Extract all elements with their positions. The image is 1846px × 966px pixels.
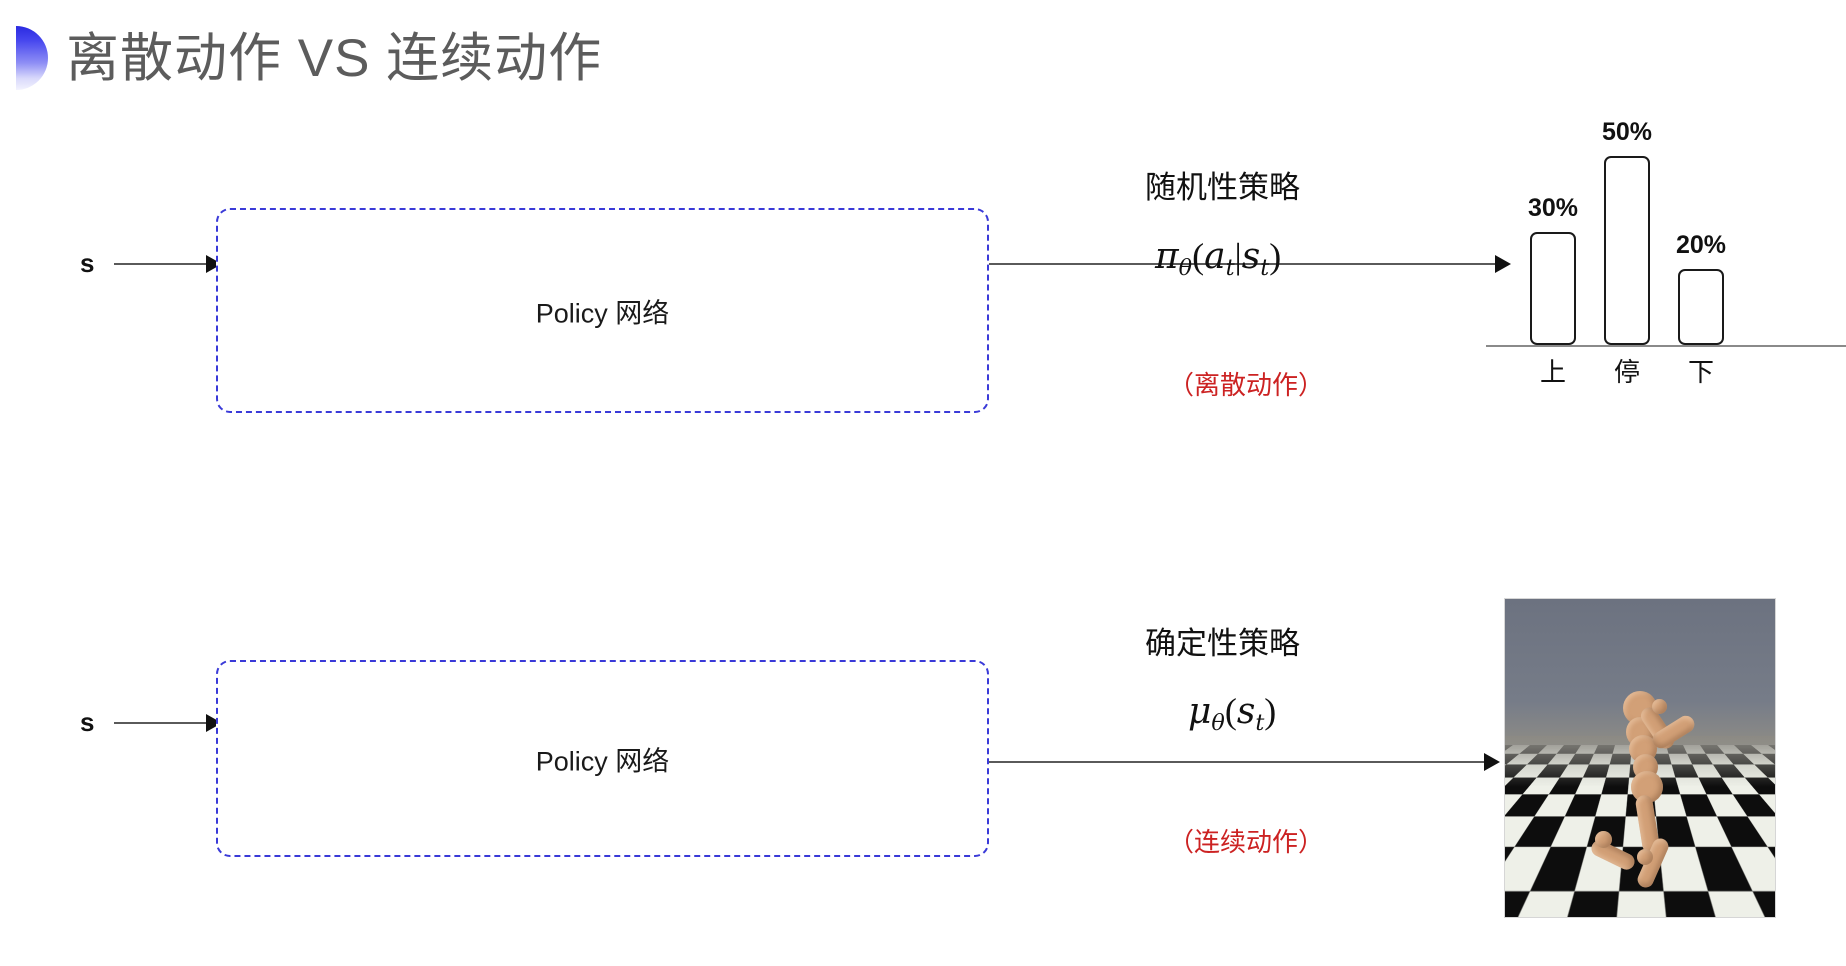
bar-category-2: 下	[1687, 357, 1714, 387]
policy-network-label-continuous: Policy 网络	[535, 746, 670, 776]
formula-arg-s-sub: t	[1260, 255, 1270, 282]
deterministic-policy-formula: μθ(st)	[1188, 690, 1277, 736]
bar-value-1: 50%	[1601, 118, 1653, 146]
bar-category-0: 上	[1539, 357, 1566, 387]
formula-close-paren: )	[1269, 236, 1282, 276]
policy-network-box-discrete[interactable]: Policy 网络	[216, 208, 989, 413]
bar-category-1: 停	[1613, 357, 1640, 387]
continuous-action-note: （连续动作）	[1168, 827, 1325, 857]
page-title: 离散动作 VS 连续动作	[66, 29, 603, 88]
input-arrow-line-discrete	[114, 263, 210, 265]
formula-arg-a-sub: t	[1225, 255, 1235, 282]
output-arrow-head-continuous	[1484, 753, 1500, 771]
formula-mu-arg-s-sub: t	[1255, 710, 1265, 737]
formula-mu-arg-s: s	[1236, 691, 1256, 732]
deterministic-policy-label: 确定性策略	[1145, 626, 1300, 661]
formula-mu-close-paren: )	[1264, 691, 1277, 731]
bar-rect-2	[1678, 269, 1724, 345]
bar-value-0: 30%	[1527, 194, 1579, 222]
output-arrow-line-continuous	[989, 761, 1487, 763]
action-probability-bar-chart: 30% 50% 20% 上 停 下	[1466, 95, 1846, 405]
formula-arg-a: a	[1204, 236, 1226, 277]
slide-bottom-edge	[0, 958, 1846, 966]
formula-mu-sub-theta: θ	[1211, 710, 1225, 737]
humanoid-foot-rear	[1637, 849, 1653, 865]
stochastic-policy-label: 随机性策略	[1145, 170, 1300, 205]
chart-x-axis	[1486, 345, 1846, 347]
formula-mu-open-paren: (	[1224, 691, 1237, 731]
formula-open-paren: (	[1192, 236, 1205, 276]
input-arrow-line-continuous	[114, 722, 210, 724]
formula-bar: |	[1234, 236, 1242, 276]
formula-sub-theta: θ	[1178, 255, 1193, 282]
humanoid-hand	[1652, 699, 1667, 714]
formula-arg-s: s	[1241, 236, 1261, 277]
bar-rect-0	[1530, 232, 1576, 345]
output-arrow-line-discrete	[989, 263, 1499, 265]
policy-network-label-discrete: Policy 网络	[535, 298, 670, 328]
policy-network-box-continuous[interactable]: Policy 网络	[216, 660, 989, 857]
humanoid-simulation-image	[1504, 598, 1776, 918]
formula-fn-mu: μ	[1188, 691, 1212, 732]
stochastic-policy-formula: πθ(at|st)	[1155, 235, 1282, 281]
state-input-label-discrete: s	[80, 248, 95, 278]
title-bullet-icon	[16, 26, 48, 90]
state-input-label-continuous: s	[80, 707, 95, 737]
discrete-action-note: （离散动作）	[1168, 370, 1325, 400]
bar-value-2: 20%	[1675, 231, 1727, 259]
bar-rect-1	[1604, 156, 1650, 345]
formula-fn-pi: π	[1155, 236, 1179, 277]
output-arrow-head-discrete	[1495, 255, 1511, 273]
humanoid-foot	[1595, 831, 1612, 848]
